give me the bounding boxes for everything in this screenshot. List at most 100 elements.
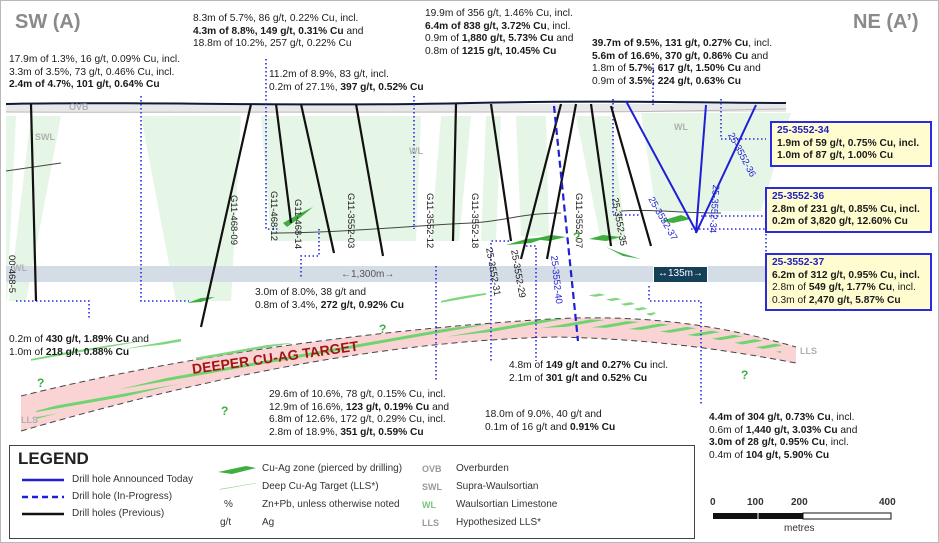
assay-bold-text: 3.5%, 224 g/t, 0.63% Cu	[628, 75, 741, 87]
assay-bold-text: 4.4m of 304 g/t, 0.73% Cu	[709, 412, 831, 423]
ovb-label: OVB	[69, 102, 89, 112]
hole-label-00-468-5: 00-468-5	[6, 255, 17, 294]
assay-line: 0.3m of 2,470 g/t, 5.87% Cu	[772, 295, 925, 308]
hole-label-g11-468-09: G11-468-09	[228, 195, 239, 245]
previous-holes	[29, 103, 653, 328]
unknown-mark: ?	[221, 404, 229, 418]
assay-bold-text: 397 g/t, 0.52% Cu	[340, 81, 424, 93]
assay-text: 0.6m of	[709, 424, 746, 436]
legend-previous: Drill holes (Previous)	[72, 508, 165, 519]
assay-text: 0.8m of 3.4%,	[255, 299, 321, 311]
assay-text: 0.8m of	[425, 45, 462, 57]
legend-swl-abbr: SWL	[422, 482, 442, 492]
swl-contact-mid	[270, 212, 562, 234]
assay-line: 29.6m of 10.6%, 78 g/t, 0.15% Cu, incl.	[269, 389, 449, 402]
assay-note-g11-3552-07: 39.7m of 9.5%, 131 g/t, 0.27% Cu, incl.5…	[592, 38, 772, 88]
assay-bold-text: 1215 g/t, 10.45% Cu	[461, 45, 557, 57]
assay-bold-text: 3.0m of 28 g/t, 0.95% Cu	[709, 437, 826, 449]
legend-deep-target: Deep Cu-Ag Target (LLS*)	[262, 481, 379, 492]
assay-note-g11-3552-03: 11.2m of 8.9%, 83 g/t, incl.0.2m of 27.1…	[269, 69, 424, 94]
assay-line: 0.9m of 3.5%, 224 g/t, 0.63% Cu	[592, 76, 772, 89]
deep-target-pattern	[36, 319, 781, 419]
target-lens-2	[196, 343, 291, 360]
scale-tick-0: 0	[710, 497, 716, 508]
assay-text: 4.8m of	[509, 360, 546, 371]
assay-line: 5.6m of 16.6%, 370 g/t, 0.86% Cu and	[592, 51, 772, 64]
legend-gt-symbol: g/t	[220, 517, 232, 528]
assay-text: , incl.	[830, 412, 855, 423]
legend-lls-abbr: LLS	[422, 518, 439, 528]
legend-pct-desc: Zn+Pb, unless otherwise noted	[262, 499, 400, 510]
assay-text: 0.3m of	[772, 294, 809, 306]
assay-line: 17.9m of 1.3%, 16 g/t, 0.09% Cu, incl.	[9, 54, 180, 67]
assay-line: 2.8m of 549 g/t, 1.77% Cu, incl.	[772, 282, 925, 295]
assay-text: 18.8m of 10.2%, 257 g/t, 0.22% Cu	[193, 38, 352, 50]
wl-label-left: WL	[13, 263, 27, 273]
hole-label-g11-468-12: G11-468-12	[268, 191, 279, 241]
legend-title: LEGEND	[18, 449, 89, 468]
legend-progress: Drill hole (In-Progress)	[72, 491, 173, 502]
assay-text: and	[837, 424, 858, 436]
wl-label-mid: WL	[409, 146, 423, 156]
assay-text: , incl.	[546, 20, 571, 32]
target-lens-3	[586, 291, 656, 316]
assay-bold-text: 218 g/t, 0.88% Cu	[45, 346, 130, 358]
assay-note-g11-468-09: 8.3m of 5.7%, 86 g/t, 0.22% Cu, incl.4.3…	[193, 13, 363, 51]
assay-line: 2.8m of 231 g/t, 0.85% Cu, incl.	[772, 204, 925, 217]
assay-text: 3.0m of 8.0%, 38 g/t and	[255, 287, 367, 298]
assay-line: 3.3m of 3.5%, 73 g/t, 0.46% Cu, incl.	[9, 67, 180, 80]
hole-label-g11-3552-18: G11-3552-18	[469, 193, 480, 249]
leader-lines	[16, 59, 767, 406]
legend-wl-abbr: WL	[422, 500, 436, 510]
legend-wl-desc: Waulsortian Limestone	[456, 499, 558, 510]
assay-line: 1.9m of 59 g/t, 0.75% Cu, incl.	[777, 138, 925, 151]
hole-label-g11-3552-12: G11-3552-12	[424, 193, 435, 249]
assay-line: 3.0m of 28 g/t, 0.95% Cu, incl.	[709, 437, 857, 450]
target-lens-4	[441, 293, 486, 305]
legend-announced: Drill hole Announced Today	[72, 474, 194, 485]
scale-bar	[713, 512, 892, 520]
assay-line: 1.0m of 87 g/t, 1.00% Cu	[777, 150, 925, 163]
assay-line: 0.8m of 3.4%, 272 g/t, 0.92% Cu	[255, 300, 404, 313]
assay-bold-text: 6.2m of 312 g/t, 0.95% Cu, incl.	[772, 269, 920, 281]
assay-text: incl.	[647, 360, 669, 371]
legend-swatches	[22, 466, 256, 516]
ground-surface	[5, 100, 787, 106]
assay-line: 0.1m of 16 g/t and 0.91% Cu	[485, 422, 615, 435]
assay-note-25-3552-29: 4.8m of 149 g/t and 0.27% Cu incl.2.1m o…	[509, 360, 668, 385]
distance-135-value: 135m	[668, 268, 694, 279]
assay-bold-text: 1.0m of 87 g/t, 1.00% Cu	[777, 150, 894, 162]
assay-text: 3.3m of 3.5%, 73 g/t, 0.46% Cu, incl.	[9, 66, 175, 78]
assay-bold-text: 4.3m of 8.8%, 149 g/t, 0.31% Cu	[193, 25, 344, 37]
assay-bold-text: 2.8m of 231 g/t, 0.85% Cu, incl.	[772, 203, 920, 215]
legend-swl-desc: Supra-Waulsortian	[456, 481, 539, 492]
assay-text: 8.3m of 5.7%, 86 g/t, 0.22% Cu, incl.	[193, 13, 359, 24]
assay-line: 2.1m of 301 g/t and 0.52% Cu	[509, 373, 668, 386]
assay-text: 0.2m of	[9, 334, 46, 345]
result-box-title: 25-3552-36	[772, 191, 825, 202]
unknown-mark: ?	[37, 376, 45, 390]
result-box-title: 25-3552-37	[772, 257, 825, 268]
assay-line: 0.2m of 3,820 g/t, 12.60% Cu	[772, 216, 925, 229]
assay-text: 19.9m of 356 g/t, 1.46% Cu, incl.	[425, 8, 573, 19]
assay-bold-text: 123 g/t, 0.19% Cu	[346, 401, 430, 413]
assay-bold-text: 301 g/t and 0.52% Cu	[545, 372, 648, 384]
assay-text: , incl.	[892, 282, 916, 294]
assay-line: 12.9m of 16.6%, 123 g/t, 0.19% Cu and	[269, 402, 449, 415]
assay-bold-text: 0.91% Cu	[569, 421, 616, 433]
assay-text: 0.9m of	[425, 33, 462, 45]
distance-1300-value: 1,300m	[351, 269, 385, 280]
legend-lls-desc: Hypothesized LLS*	[456, 517, 542, 528]
assay-line: 19.9m of 356 g/t, 1.46% Cu, incl.	[425, 8, 573, 21]
assay-bold-text: 1.9m of 59 g/t, 0.75% Cu, incl.	[777, 137, 920, 149]
ne-label: NE (A’)	[853, 11, 919, 33]
deeper-target-top	[20, 317, 797, 397]
assay-text: and	[343, 25, 364, 37]
assay-text: 6.8m of 12.6%, 172 g/t, 0.29% Cu, incl.	[269, 414, 446, 426]
announced-holes	[625, 100, 757, 234]
assay-line: 0.4m of 104 g/t, 5.90% Cu	[709, 450, 857, 463]
